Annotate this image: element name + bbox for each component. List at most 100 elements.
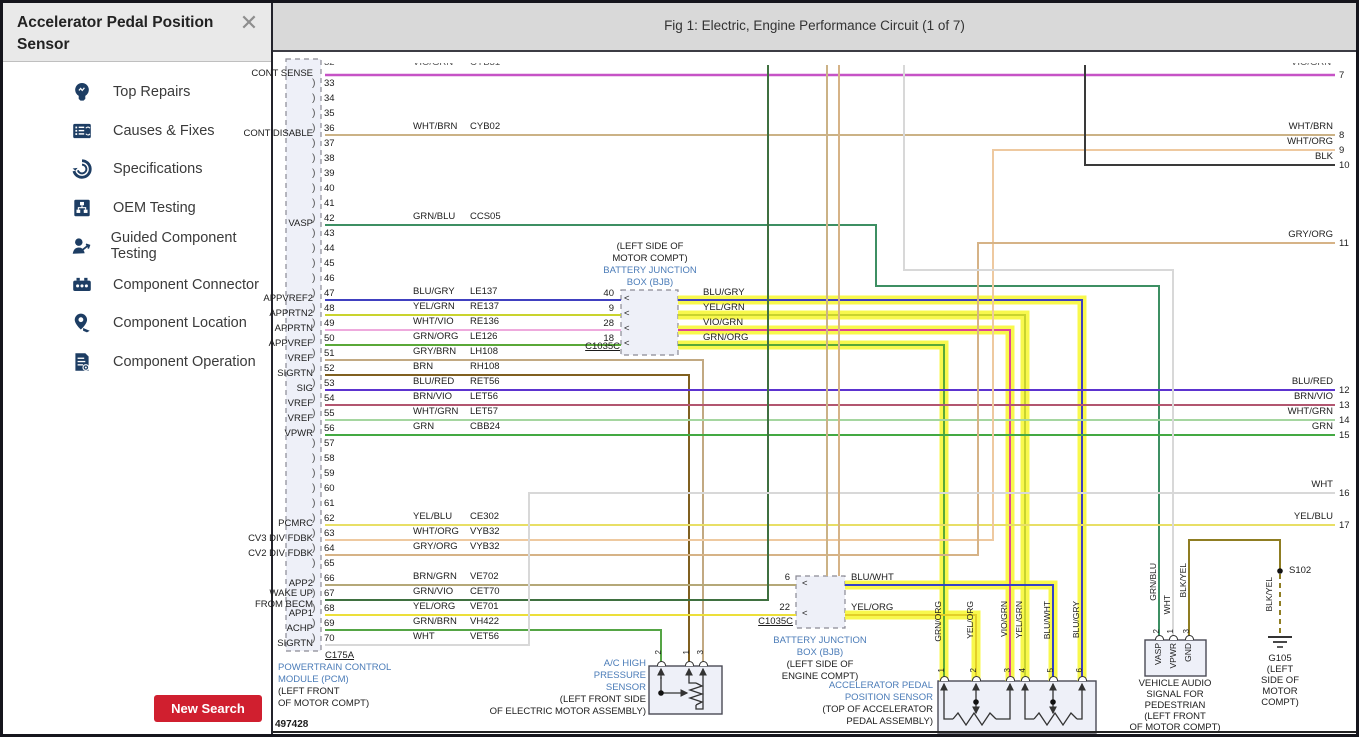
- figure-bottom-border: [273, 731, 1356, 733]
- sidebar-item-component-operation[interactable]: Component Operation: [3, 343, 271, 382]
- accelerator-pedal-position-sensor-box: [937, 680, 1097, 734]
- pcm-pin-number: 54: [324, 393, 335, 404]
- figure-title: Fig 1: Electric, Engine Performance Circ…: [664, 18, 965, 33]
- wire-color-label: GRN: [1311, 421, 1333, 432]
- junction-dot: [1050, 699, 1056, 705]
- sidebar-item-component-location[interactable]: Component Location: [3, 304, 271, 343]
- pcm-pin-bump: ): [312, 572, 316, 584]
- wire-color-label: YEL/BLU: [413, 511, 453, 522]
- pcm-pin-number: 59: [324, 468, 335, 479]
- location-icon: [69, 310, 95, 336]
- wire: [325, 629, 662, 666]
- pcm-pin-bump: ): [312, 332, 316, 344]
- wire-color-label: BLK: [1315, 151, 1333, 162]
- diagram-label: ENGINE COMPT): [781, 671, 859, 682]
- wire-color-label: BRN/VIO: [413, 391, 453, 402]
- wire-color-label: BLU/RED: [1291, 376, 1333, 387]
- pcm-pin-number: 63: [324, 528, 335, 539]
- diagram-label: VPWR: [1168, 643, 1178, 669]
- sidebar-item-label: Component Connector: [113, 276, 259, 293]
- diagram-label: <: [802, 578, 808, 589]
- pcm-pin-number: 42: [324, 213, 335, 224]
- edge-wire-number: 8: [1339, 130, 1345, 141]
- wire: [325, 492, 1335, 646]
- wire: [903, 65, 1174, 640]
- pcm-pin-number: 67: [324, 588, 335, 599]
- pcm-pin-number: 60: [324, 483, 335, 494]
- sidebar-item-guided-component-testing[interactable]: Guided Component Testing: [3, 227, 271, 266]
- diagram-label: 1: [1166, 629, 1175, 634]
- edge-wire-number: 15: [1339, 430, 1350, 441]
- diagram-label: 6: [1075, 668, 1084, 673]
- wire-color-label: WHT/BRN: [413, 121, 458, 132]
- wire-color-label: BRN/GRN: [413, 571, 457, 582]
- circuit-label: RET56: [470, 376, 500, 387]
- diagram-label: 18: [603, 333, 614, 344]
- new-search-button[interactable]: New Search: [154, 695, 262, 722]
- close-icon[interactable]: ✕: [239, 10, 259, 35]
- oem-testing-icon: [69, 195, 95, 221]
- pcm-pin-bump: ): [312, 542, 316, 554]
- pcm-pin-label: PCMRC: [278, 518, 313, 529]
- pcm-pin-number: 41: [324, 198, 335, 209]
- diagram-label: 28: [603, 318, 614, 329]
- diagram-label: BLU/GRY: [1071, 601, 1081, 639]
- circuit-label: CCS05: [470, 211, 501, 222]
- pcm-pin-bump: ): [312, 362, 316, 374]
- circuit-label: RH108: [470, 361, 500, 372]
- pcm-pin-bump: ): [312, 377, 316, 389]
- diagram-label: 2: [654, 650, 663, 655]
- diagram-label: C1035C: [585, 341, 620, 352]
- pcm-pin-number: 34: [324, 93, 335, 104]
- diagram-label: (LEFT FRONT SIDE: [559, 694, 646, 705]
- edge-wire-number: 17: [1339, 520, 1350, 531]
- diagram-label: 6: [784, 572, 790, 583]
- sidebar-item-component-connector[interactable]: Component Connector: [3, 266, 271, 305]
- diagram-label: 40: [603, 288, 614, 299]
- sidebar-item-label: Specifications: [113, 161, 203, 178]
- diagram-label: SENSOR: [605, 682, 646, 693]
- pcm-pin-label: APP1: [288, 608, 313, 619]
- sidebar-item-specifications[interactable]: Specifications: [3, 150, 271, 189]
- causes-fixes-icon: [69, 118, 95, 144]
- pcm-pin-bump: ): [312, 287, 316, 299]
- wire: [1077, 693, 1083, 720]
- diagram-label: (LEFT SIDE OF: [786, 659, 854, 670]
- diagram-label: GRN/ORG: [703, 332, 749, 343]
- pcm-pin-number: 51: [324, 348, 335, 359]
- sidebar-item-oem-testing[interactable]: OEM Testing: [3, 189, 271, 228]
- pcm-pin-number: 37: [324, 138, 335, 149]
- diagram-label: 3: [1003, 668, 1012, 673]
- pcm-pin-bump: ): [312, 212, 316, 224]
- wire-color-label: YEL/BLU: [1293, 511, 1333, 522]
- sidebar-item-label: Component Location: [113, 315, 247, 332]
- diagram-label: OF MOTOR COMPT): [1129, 722, 1221, 733]
- highlight-trace: [845, 610, 981, 681]
- pcm-pin-number: 38: [324, 153, 335, 164]
- connector-pin-bump: [1020, 676, 1030, 681]
- circuit-label: VE701: [470, 601, 499, 612]
- wire-color-label: WHT/ORG: [413, 526, 459, 537]
- diagram-label: BOX (BJB): [626, 277, 674, 288]
- diagram-label: ACCELERATOR PEDAL: [828, 680, 933, 691]
- diagram-label: 2: [1152, 629, 1161, 634]
- diagram-label: VEHICLE AUDIO: [1138, 678, 1212, 689]
- pcm-pin-bump: ): [312, 527, 316, 539]
- diagram-label: 3: [696, 650, 705, 655]
- pcm-pin-number: 46: [324, 273, 335, 284]
- connector-pin-bump: [1005, 676, 1015, 681]
- diagram-label: MOTOR: [1262, 686, 1298, 697]
- diagram-label: 22: [779, 602, 790, 613]
- pcm-pin-bump: ): [312, 437, 316, 449]
- pcm-pin-number: 45: [324, 258, 335, 269]
- clipped-top-label: VIO/GRN: [1291, 63, 1351, 69]
- sidebar-item-causes-fixes[interactable]: Causes & Fixes: [3, 112, 271, 151]
- wire: [1024, 693, 1034, 720]
- sidebar-item-top-repairs[interactable]: Top Repairs: [3, 73, 271, 112]
- pcm-pin-label: CONT SENSE: [251, 68, 313, 79]
- pcm-pin-label: WAKE UP FROM BECM: [254, 588, 313, 610]
- pcm-pin-number: 70: [324, 633, 335, 644]
- diagram-label: <: [624, 308, 630, 319]
- wire-color-label: WHT/BRN: [1288, 121, 1333, 132]
- diagram-label: GRN/ORG: [933, 601, 943, 642]
